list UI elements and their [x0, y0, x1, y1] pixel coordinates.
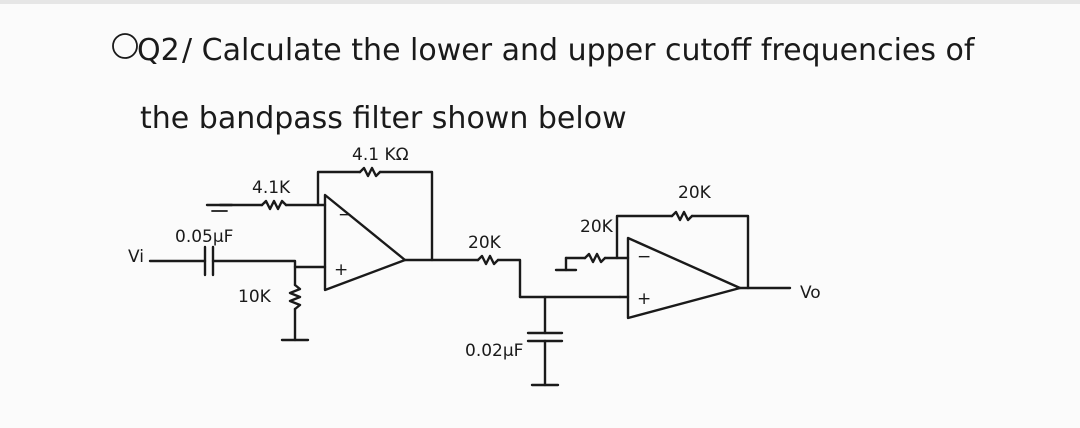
- resistor-20k-feedback: [670, 210, 694, 222]
- question-line-1: / Calculate the lower and upper cutoff f…: [182, 33, 976, 68]
- r-fb2-label: 20K: [678, 183, 712, 203]
- resistor-4-1k-feedback: [358, 166, 382, 178]
- question-number: Q2: [112, 33, 180, 68]
- series-to-node: [496, 258, 522, 299]
- fb2-right: [690, 214, 750, 290]
- opamp-1: [323, 193, 407, 292]
- input-label-vi: Vi: [128, 247, 144, 267]
- r-series-label: 20K: [468, 233, 502, 253]
- opamp-2: [626, 236, 742, 320]
- question-number-label: Q2: [137, 33, 180, 68]
- resistor-20k-series: [476, 254, 500, 266]
- opamp-1-minus: −: [338, 205, 352, 225]
- top-edge: [0, 0, 1080, 4]
- r-fb1-label: 4.1 KΩ: [352, 145, 409, 165]
- opamp-2-minus: −: [637, 247, 651, 267]
- resistor-20k-in2: [583, 252, 607, 264]
- c1-to-plus-wire: [211, 259, 327, 269]
- r-in2-label: 20K: [580, 217, 614, 237]
- question-line-2: the bandpass filter shown below: [140, 101, 627, 136]
- fb1-left: [316, 170, 362, 207]
- fb2-left: [615, 214, 674, 260]
- resistor-10k: [288, 283, 302, 311]
- opamp-1-plus: +: [334, 260, 348, 280]
- opamp-2-plus: +: [637, 289, 651, 309]
- r-gnd-label: 10K: [238, 287, 272, 307]
- fb1-right: [378, 170, 434, 262]
- c1-label: 0.05μF: [175, 227, 233, 247]
- r-in1-label: 4.1K: [252, 178, 291, 198]
- resistor-4-1k-in: [260, 199, 288, 211]
- c2-label: 0.02μF: [465, 341, 523, 361]
- output-label-vo: Vo: [800, 283, 821, 303]
